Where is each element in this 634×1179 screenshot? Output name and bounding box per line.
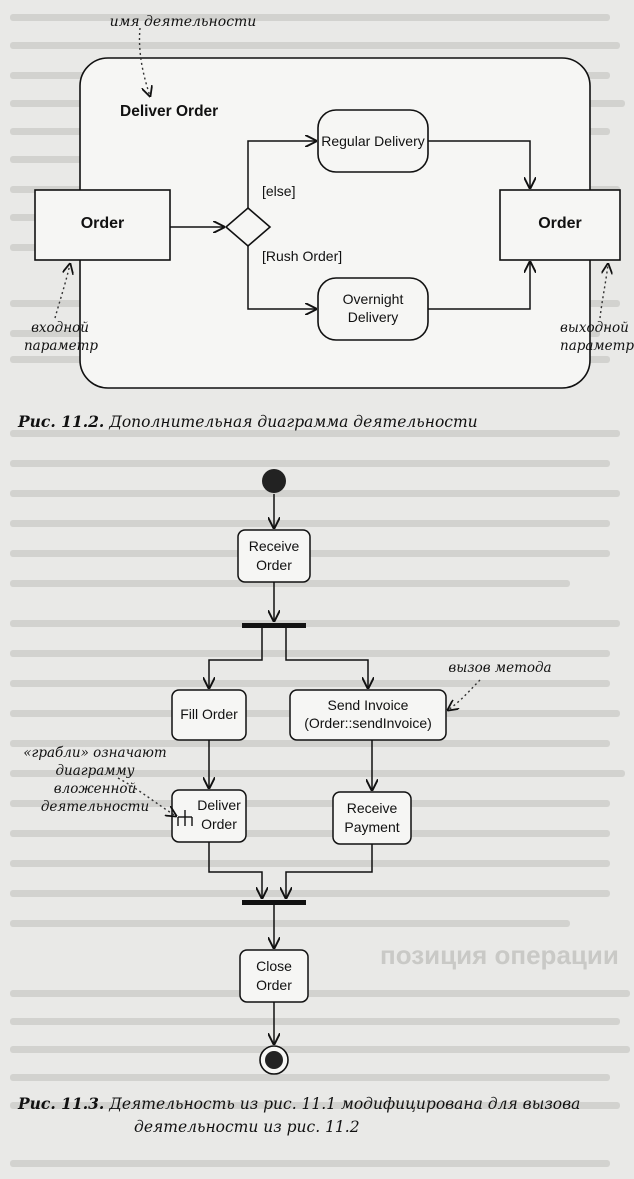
output-parameter-label: Order [538, 215, 582, 232]
receive-payment-label-2: Payment [344, 819, 400, 835]
figure-11-3-caption: Рис. 11.3. Деятельность из рис. 11.1 мод… [18, 1094, 628, 1113]
output-note-line2: параметр [560, 338, 634, 354]
fill-order-label: Fill Order [180, 706, 238, 722]
figure-11-2-text: Дополнительная диаграмма деятельности [109, 413, 478, 431]
figure-11-2-caption: Рис. 11.2. Дополнительная диаграмма деят… [18, 412, 478, 431]
input-note-line1: входной [31, 320, 89, 336]
regular-delivery-label: Regular Delivery [321, 133, 425, 149]
flow-decision-to-regular [247, 141, 316, 208]
rake-note-line3: вложенной [53, 781, 137, 797]
figure-11-3-number: Рис. 11.3. [18, 1094, 105, 1113]
output-parameter-pin [499, 189, 621, 261]
close-order-label-1: Close [256, 958, 292, 974]
deliver-order-label-2: Order [201, 816, 237, 832]
flow-fork-to-fill [209, 628, 263, 688]
flow-regular-to-output [428, 140, 530, 188]
close-order-label-2: Order [256, 977, 292, 993]
name-note-pointer [138, 27, 150, 96]
section-heading: позиция операции [380, 940, 619, 970]
overnight-delivery-label-2: Delivery [347, 309, 399, 325]
receive-payment-label-1: Receive [346, 800, 398, 816]
figure-11-2-number: Рис. 11.2. [18, 412, 105, 431]
figure-11-3-caption-line2: деятельности из рис. 11.2 [134, 1118, 360, 1136]
send-invoice-label-1: Send Invoice [327, 697, 409, 713]
output-note-pointer [599, 264, 608, 319]
output-note-line1: выходной [560, 320, 629, 336]
initial-node [262, 469, 286, 493]
join-bar [242, 900, 306, 905]
activity-name-note: имя деятельности [109, 14, 257, 30]
rake-note-pointer [117, 777, 176, 816]
receive-order-label-1: Receive [248, 538, 300, 554]
flow-overnight-to-output [428, 262, 530, 310]
input-note-pointer [54, 264, 70, 319]
send-invoice-label-2: (Order::sendInvoice) [304, 715, 432, 731]
fork-bar [242, 623, 306, 628]
method-call-note: вызов метода [448, 660, 552, 676]
method-note-pointer [448, 679, 481, 710]
activity-name: Deliver Order [120, 103, 219, 120]
send-invoice-action [289, 689, 447, 741]
input-parameter-pin [34, 189, 171, 261]
flow-deliver-to-join [208, 842, 262, 898]
flow-payment-to-join [286, 844, 373, 898]
input-note-line2: параметр [23, 338, 99, 354]
rake-note-line2: диаграмму [55, 763, 135, 779]
final-node [265, 1051, 283, 1069]
rake-icon [177, 810, 193, 826]
guard-else: [else] [262, 183, 296, 199]
flow-decision-to-overnight [247, 246, 316, 309]
receive-order-label-2: Order [256, 557, 292, 573]
rake-note-line4: деятельности [40, 799, 150, 815]
overnight-delivery-label-1: Overnight [342, 291, 404, 307]
figure-11-3-text-1: Деятельность из рис. 11.1 модифицирована… [109, 1095, 581, 1113]
input-parameter-label: Order [80, 215, 125, 232]
rake-note-line1: «грабли» означают [23, 745, 167, 761]
flow-fork-to-invoice [285, 628, 368, 688]
guard-rush-order: [Rush Order] [262, 248, 343, 264]
deliver-order-label-1: Deliver [197, 797, 241, 813]
